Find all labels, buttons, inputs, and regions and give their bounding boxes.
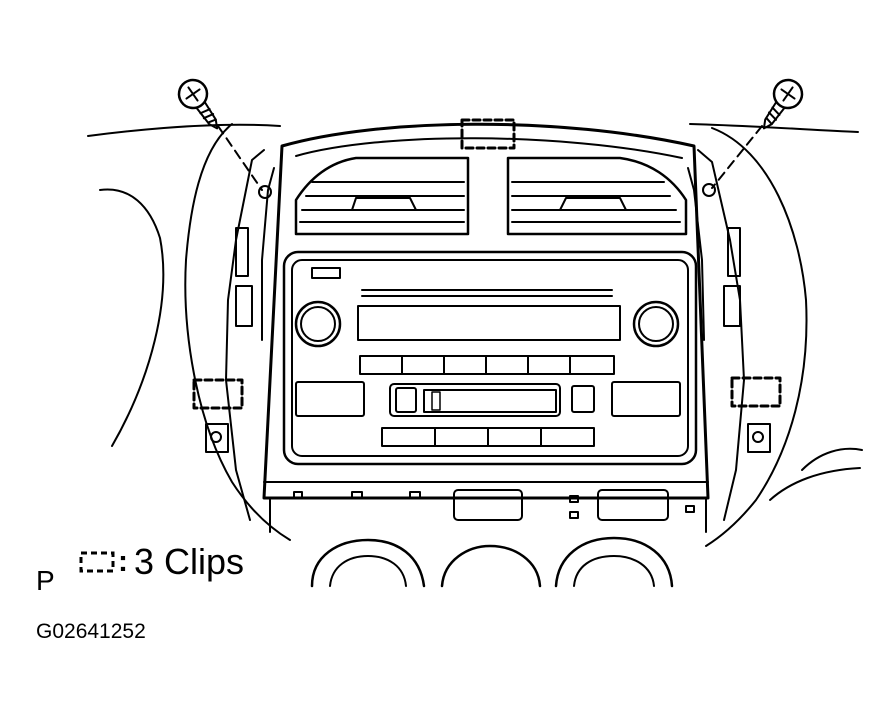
left-side-bracket <box>205 149 275 521</box>
air-vent-right <box>506 156 688 236</box>
clip-icon <box>79 551 115 573</box>
clip-icon <box>730 376 782 408</box>
screw-icon <box>177 78 219 130</box>
right-side-bracket <box>687 149 771 521</box>
clip-icon <box>460 118 516 150</box>
center-trim-panel <box>262 122 710 500</box>
lower-panel <box>263 481 709 533</box>
legend-colon: : <box>118 545 128 578</box>
clip-icon <box>192 378 244 410</box>
climate-control-knobs <box>310 536 674 588</box>
screw-guide-lines <box>217 125 763 191</box>
air-vent-left <box>294 156 470 236</box>
legend: : 3 Clips <box>78 540 244 584</box>
dashboard-outline <box>87 123 863 547</box>
marker-label: P <box>36 565 55 596</box>
clip-count-text: 3 Clips <box>134 541 245 582</box>
audio-head-unit <box>282 250 698 466</box>
figure-code: G02641252 <box>36 620 146 643</box>
screw-icon <box>762 78 804 130</box>
